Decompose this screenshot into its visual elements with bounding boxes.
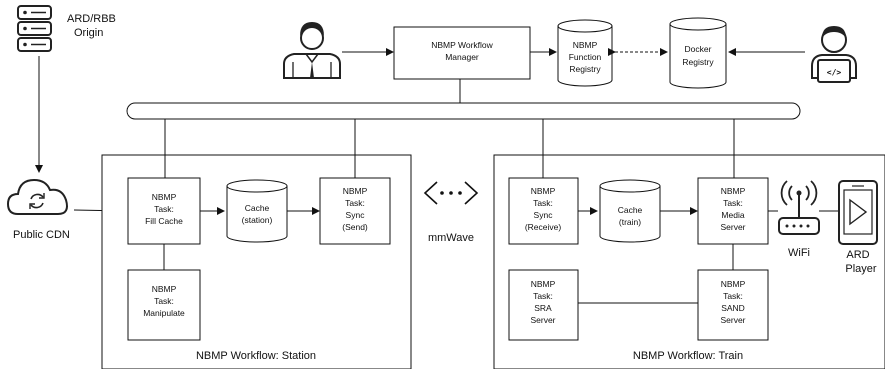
router-icon (778, 217, 820, 235)
svg-text:</>: </> (827, 68, 842, 77)
mmwave-label: mmWave (428, 232, 474, 244)
sync-send-task-box (319, 177, 391, 245)
function-registry-line3: Registry (569, 64, 601, 74)
sync-receive-line1: NBMP (531, 186, 556, 196)
manipulate-task-box (127, 269, 201, 341)
mobile-player-icon (838, 180, 878, 245)
media-server-line2: Task: (723, 198, 743, 208)
train-workflow-title: NBMP Workflow: Train (633, 350, 743, 362)
sync-send-line2: Task: (345, 198, 365, 208)
workflow-manager-line1: NBMP Workflow (431, 40, 493, 50)
sra-server-task-box (508, 269, 579, 341)
wifi-label: WiFi (788, 247, 810, 259)
docker-registry-line2: Registry (682, 57, 714, 67)
cloud-sync-icon (6, 178, 68, 215)
sand-server-line1: NBMP (721, 279, 746, 289)
manipulate-line2: Task: (154, 296, 174, 306)
fill-cache-line1: NBMP (152, 192, 177, 202)
station-cache-cylinder (226, 179, 288, 243)
docker-registry-cylinder (669, 17, 727, 89)
cdn-label: Public CDN (13, 229, 70, 241)
sra-server-line4: Server (530, 315, 555, 325)
sync-receive-line2: Task: (533, 198, 553, 208)
sync-send-line1: NBMP (343, 186, 368, 196)
workflow-manager-line2: Manager (445, 52, 479, 62)
developer-laptop-icon: </> (811, 26, 857, 83)
origin-label-line1: ARD/RBB (67, 13, 116, 25)
media-server-line4: Server (720, 222, 745, 232)
sand-server-task-box (697, 269, 769, 341)
station-workflow-title: NBMP Workflow: Station (196, 350, 316, 362)
manipulate-line3: Manipulate (143, 308, 185, 318)
sync-receive-line4: (Receive) (525, 222, 562, 232)
sync-send-line4: (Send) (342, 222, 368, 232)
workflow-manager-box (393, 26, 531, 80)
media-server-line1: NBMP (721, 186, 746, 196)
media-server-task-box (697, 177, 769, 245)
sync-send-line3: Sync (346, 210, 366, 220)
sync-receive-line3: Sync (534, 210, 554, 220)
wireless-antenna-icon (780, 180, 818, 218)
sand-server-line3: SAND (721, 303, 745, 313)
fill-cache-line2: Task: (154, 204, 174, 214)
station-cache-line2: (station) (242, 215, 273, 225)
sra-server-line1: NBMP (531, 279, 556, 289)
database-icon (17, 5, 52, 52)
docker-registry-line1: Docker (685, 44, 712, 54)
function-registry-cylinder (557, 19, 613, 87)
station-cache-line1: Cache (245, 203, 270, 213)
player-label-line1: ARD (846, 249, 869, 261)
media-server-line3: Media (721, 210, 744, 220)
sand-server-line4: Server (720, 315, 745, 325)
communication-bus (126, 102, 801, 120)
player-label-line2: Player (845, 263, 877, 275)
train-cache-line2: (train) (619, 217, 641, 227)
sra-server-line2: Task: (533, 291, 553, 301)
origin-label-line2: Origin (74, 27, 103, 39)
function-registry-line2: Function (569, 52, 602, 62)
function-registry-line1: NBMP (573, 40, 598, 50)
mmwave-link-icon (423, 181, 479, 205)
fill-cache-line3: Fill Cache (145, 216, 183, 226)
manipulate-line1: NBMP (152, 284, 177, 294)
person-manager-icon (283, 22, 341, 79)
train-cache-cylinder (599, 179, 661, 243)
sra-server-line3: SRA (534, 303, 552, 313)
sand-server-line2: Task: (723, 291, 743, 301)
train-cache-line1: Cache (618, 205, 643, 215)
